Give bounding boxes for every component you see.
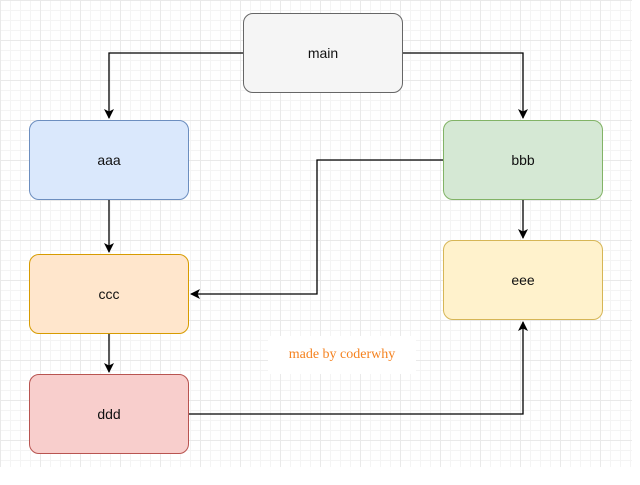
watermark-text: made by coderwhy — [288, 347, 396, 362]
node-ccc-label: ccc — [98, 286, 120, 302]
node-aaa[interactable]: aaa — [29, 120, 189, 200]
node-eee[interactable]: eee — [443, 240, 603, 320]
node-aaa-label: aaa — [97, 152, 121, 168]
node-main[interactable]: main — [243, 13, 403, 93]
edge-bbb-to-ccc — [190, 159, 443, 299]
node-ddd-label: ddd — [97, 406, 121, 422]
edge-ddd-to-eee — [189, 321, 528, 415]
watermark: made by coderwhy — [268, 336, 416, 374]
node-main-label: main — [307, 45, 339, 61]
node-eee-label: eee — [511, 272, 535, 288]
node-ccc[interactable]: ccc — [29, 254, 189, 334]
edge-main-to-aaa — [104, 52, 243, 119]
edge-main-to-bbb — [403, 52, 528, 119]
node-bbb-label: bbb — [511, 152, 535, 168]
node-bbb[interactable]: bbb — [443, 120, 603, 200]
node-ddd[interactable]: ddd — [29, 374, 189, 454]
